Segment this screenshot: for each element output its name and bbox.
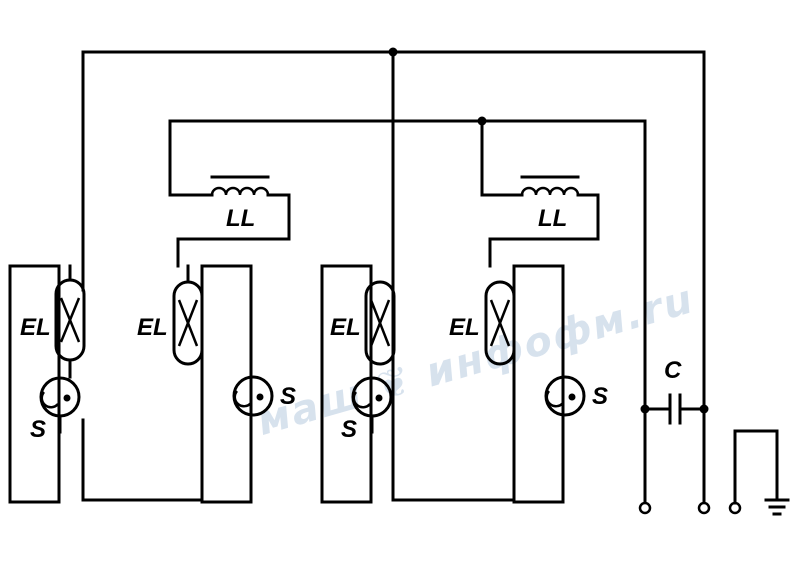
inductor-coil-icon bbox=[520, 186, 580, 196]
fixture-1-return bbox=[81, 418, 204, 502]
starter-4-label: S bbox=[592, 383, 608, 410]
lamp-2: EL bbox=[137, 264, 204, 366]
fixture-1-body bbox=[8, 264, 61, 504]
ballast-2-label: LL bbox=[538, 205, 567, 232]
terminal-icon bbox=[697, 501, 711, 515]
lamp-2-label: EL bbox=[137, 314, 168, 341]
inductor-coil-icon bbox=[210, 186, 270, 196]
lamp-3: EL bbox=[330, 280, 396, 366]
terminal-icon bbox=[638, 501, 652, 515]
ballast-1-label: LL bbox=[226, 205, 255, 232]
lamp-3-label: EL bbox=[330, 314, 361, 341]
lamp-1: EL bbox=[20, 264, 86, 379]
starter-2-label: S bbox=[280, 383, 296, 410]
starter-2: S bbox=[232, 375, 296, 417]
ballast-2: LL bbox=[480, 175, 600, 268]
capacitor-label: C bbox=[664, 357, 682, 384]
fixture-2-body bbox=[200, 264, 253, 504]
ground-icon bbox=[733, 429, 790, 516]
fixture-3-body bbox=[320, 264, 373, 504]
capacitor: C bbox=[643, 357, 706, 425]
ballast-1: LL bbox=[168, 175, 291, 268]
watermark: маш ❦ инфофм.ru bbox=[252, 276, 699, 445]
starter-1-label: S bbox=[30, 416, 46, 443]
starter-4: S bbox=[544, 375, 608, 417]
starter-1: S bbox=[30, 376, 81, 443]
junction-dot bbox=[477, 116, 487, 126]
lamp-4: EL bbox=[449, 280, 516, 366]
starter-3: S bbox=[341, 376, 393, 443]
lamp-icon bbox=[484, 280, 516, 366]
fixture-4-body bbox=[512, 264, 565, 504]
starter-icon bbox=[544, 375, 586, 417]
supply-wire-second bbox=[168, 119, 647, 507]
lamp-icon bbox=[364, 280, 396, 366]
junction-dot bbox=[388, 47, 398, 57]
lamp-4-label: EL bbox=[449, 314, 480, 341]
lamp-1-label: EL bbox=[20, 314, 51, 341]
starter-3-label: S bbox=[341, 416, 357, 443]
